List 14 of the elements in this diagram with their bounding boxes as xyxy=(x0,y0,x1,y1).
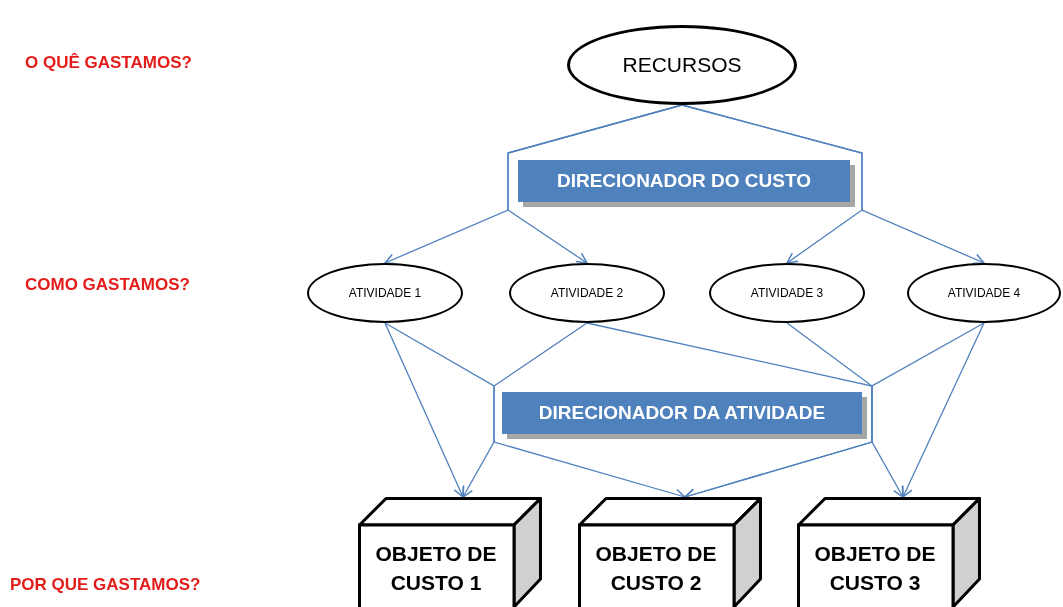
arrow xyxy=(586,322,904,498)
arrow xyxy=(681,104,985,265)
arrow xyxy=(462,322,588,498)
activity-ellipse: ATIVIDADE 4 xyxy=(907,263,1061,323)
activity-ellipse: ATIVIDADE 2 xyxy=(509,263,665,323)
arrow xyxy=(901,322,985,498)
arrow xyxy=(384,322,465,498)
activity-ellipse: ATIVIDADE 1 xyxy=(307,263,463,323)
question-label: O QUÊ GASTAMOS? xyxy=(25,52,192,74)
question-label: COMO GASTAMOS? xyxy=(25,274,190,296)
arrow xyxy=(507,104,683,264)
question-label: POR QUE GASTAMOS? xyxy=(10,574,201,596)
activity-ellipse: ATIVIDADE 3 xyxy=(709,263,865,323)
activity-ellipse: RECURSOS xyxy=(567,25,797,105)
